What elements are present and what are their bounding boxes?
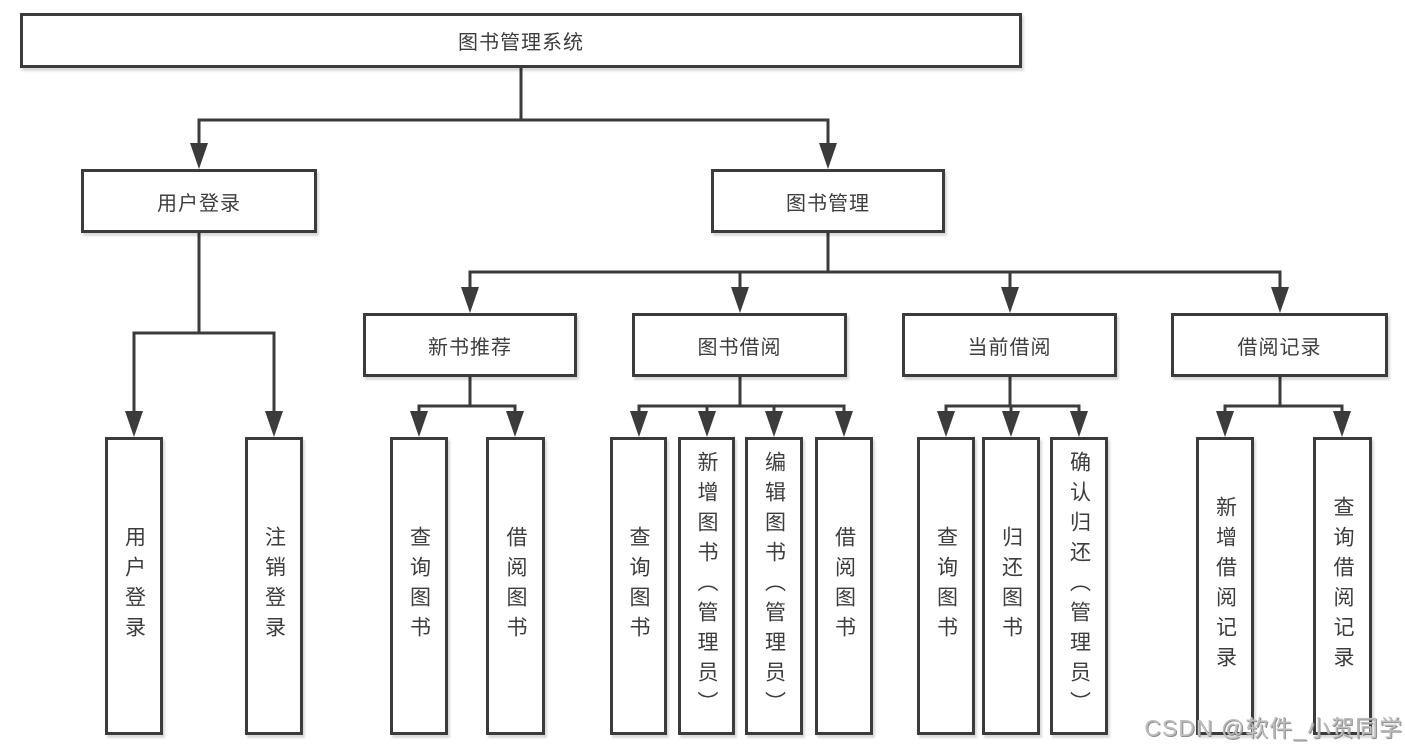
node-leaf-return-books: 归还图书 — [982, 437, 1040, 735]
node-current-borrowing: 当前借阅 — [902, 313, 1117, 377]
node-book-borrowing: 图书借阅 — [632, 313, 847, 377]
arrow-down-icon — [630, 411, 648, 437]
connector-branch — [132, 331, 276, 414]
arrow-down-icon — [1002, 411, 1020, 437]
node-label: 借阅图书 — [832, 526, 856, 646]
arrow-down-icon — [190, 143, 208, 169]
node-leaf-edit-books-admin: 编辑图书（管理员） — [745, 437, 803, 735]
arrow-down-icon — [461, 287, 479, 313]
node-leaf-user-login: 用户登录 — [105, 437, 163, 735]
node-label: 新增借阅记录 — [1213, 496, 1237, 676]
node-user-login: 用户登录 — [81, 169, 317, 233]
node-label: 查询图书 — [934, 526, 958, 646]
arrow-down-icon — [937, 411, 955, 437]
node-label: 借阅图书 — [504, 526, 527, 646]
arrow-down-icon — [731, 287, 749, 313]
node-label: 新增图书（管理员） — [695, 451, 718, 721]
node-label: 用户登录 — [157, 192, 241, 215]
node-leaf-add-books-admin: 新增图书（管理员） — [678, 437, 735, 735]
arrow-down-icon — [506, 411, 524, 437]
node-label: 用户登录 — [122, 526, 146, 646]
node-leaf-query-books: 查询图书 — [390, 437, 448, 735]
node-label: 归还图书 — [999, 526, 1023, 646]
node-label: 新书推荐 — [428, 336, 512, 359]
arrow-down-icon — [1001, 287, 1019, 313]
node-leaf-confirm-return-admin: 确认归还（管理员） — [1050, 437, 1108, 735]
node-leaf-borrow-books: 借阅图书 — [815, 437, 873, 735]
node-book-management: 图书管理 — [711, 169, 945, 233]
arrow-down-icon — [410, 411, 428, 437]
connector-branch — [1223, 404, 1344, 414]
csdn-watermark: CSDN @软件_小贺同学 — [1144, 715, 1403, 741]
connector-branch — [468, 270, 1282, 290]
node-leaf-query-borrow-record: 查询借阅记录 — [1313, 437, 1372, 735]
node-label: 编辑图书（管理员） — [762, 451, 786, 721]
arrow-down-icon — [1333, 411, 1351, 437]
node-label: 当前借阅 — [967, 336, 1052, 359]
node-leaf-logout: 注销登录 — [245, 437, 303, 735]
arrow-down-icon — [765, 411, 783, 437]
arrow-down-icon — [1216, 411, 1234, 437]
node-library-management-system: 图书管理系统 — [20, 13, 1022, 68]
arrow-down-icon — [1271, 287, 1289, 313]
node-label: 借阅记录 — [1237, 336, 1322, 359]
connector-branch — [944, 404, 1081, 414]
connector-branch — [417, 404, 517, 414]
arrow-down-icon — [125, 411, 143, 437]
connector-branch — [197, 118, 830, 146]
connector-branch — [637, 404, 846, 414]
node-new-book-recommend: 新书推荐 — [363, 313, 577, 377]
node-leaf-add-borrow-record: 新增借阅记录 — [1196, 437, 1254, 735]
arrow-down-icon — [835, 411, 853, 437]
node-leaf-borrow-books: 借阅图书 — [486, 437, 545, 735]
arrow-down-icon — [698, 411, 716, 437]
node-label: 查询图书 — [627, 526, 650, 646]
node-label: 查询图书 — [407, 526, 431, 646]
arrow-down-icon — [1070, 411, 1088, 437]
node-label: 查询借阅记录 — [1331, 496, 1354, 676]
node-label: 图书管理系统 — [458, 32, 584, 54]
arrow-down-icon — [265, 411, 283, 437]
node-label: 图书管理 — [786, 192, 870, 215]
node-leaf-query-books: 查询图书 — [917, 437, 975, 735]
node-borrowing-records: 借阅记录 — [1171, 313, 1388, 377]
arrow-down-icon — [819, 143, 837, 169]
node-label: 注销登录 — [262, 526, 286, 646]
node-label: 图书借阅 — [697, 336, 782, 359]
node-label: 确认归还（管理员） — [1067, 451, 1091, 721]
node-leaf-query-books: 查询图书 — [610, 437, 667, 735]
